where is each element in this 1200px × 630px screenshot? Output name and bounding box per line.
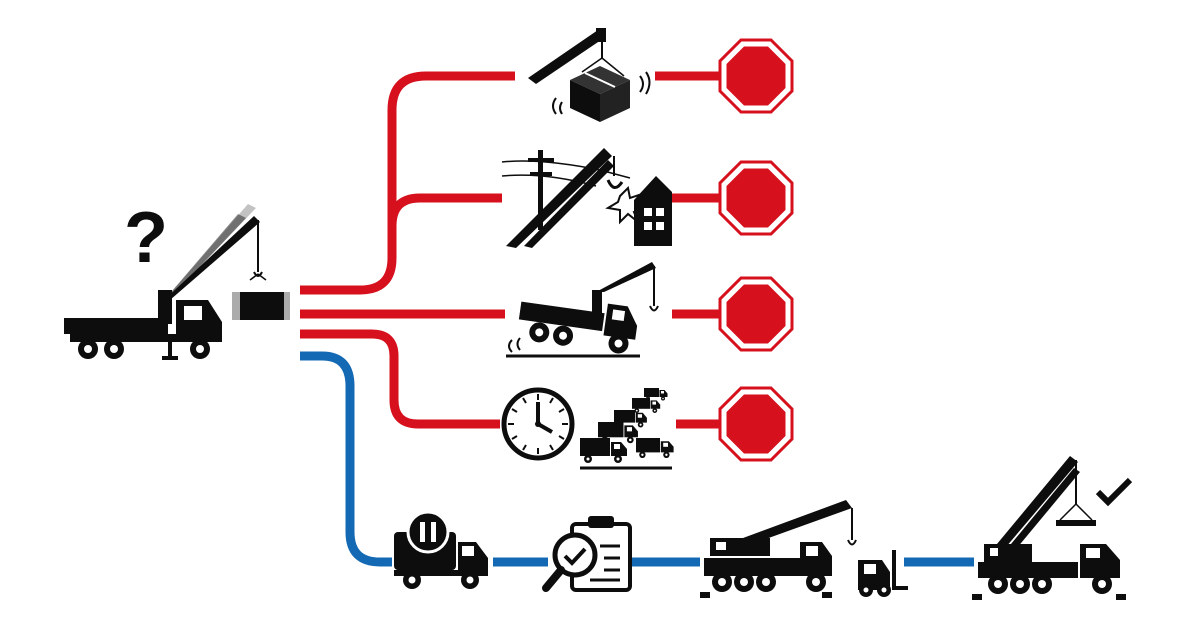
connector-to-safe-path <box>300 351 392 567</box>
connector-to-delays <box>300 329 500 429</box>
swinging-box-load-icon <box>528 28 651 122</box>
clipboard-magnifier-check-icon <box>542 516 632 592</box>
mobile-crane-and-forklift-icon <box>700 500 908 598</box>
risk-connectors <box>300 71 725 429</box>
tipping-crane-truck-icon <box>506 262 659 358</box>
clock-icon <box>501 387 575 461</box>
safe-connectors <box>300 351 974 567</box>
question-mark: ? <box>124 198 168 278</box>
crane-collision-power-line-icon <box>501 148 672 248</box>
connector-to-collision <box>387 193 502 230</box>
stop-sign-icon <box>720 40 792 112</box>
truck-with-pause-icon <box>394 510 488 589</box>
traffic-jam-icon <box>580 388 674 470</box>
stop-sign-icon <box>720 388 792 460</box>
crane-lift-checkmark-icon <box>972 456 1133 600</box>
truck-mounted-crane-icon: ? <box>64 198 290 360</box>
stop-sign-icon <box>720 278 792 350</box>
connector-to-swinging-load <box>300 71 515 295</box>
stop-sign-icon <box>720 162 792 234</box>
clock-and-traffic-jam-icon <box>501 387 674 470</box>
